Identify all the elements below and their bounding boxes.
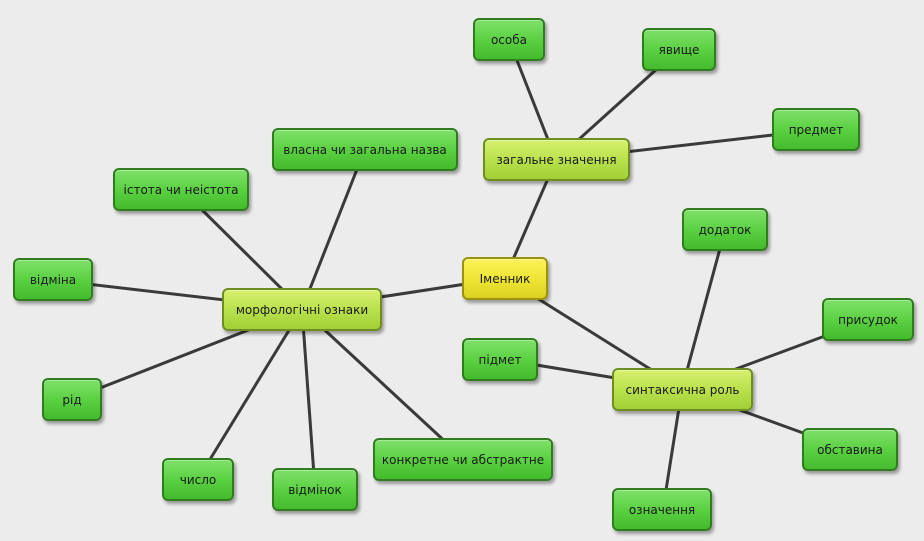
- node-morphological-features[interactable]: морфологічні ознаки: [222, 288, 382, 331]
- node-konkretne-chy-abstraktne[interactable]: конкретне чи абстрактне: [373, 438, 553, 481]
- node-dodatok[interactable]: додаток: [682, 208, 768, 251]
- edge-syn-dodatok: [680, 228, 727, 391]
- edge-morph-vidminok: [300, 307, 317, 491]
- node-obstavyna[interactable]: обставина: [802, 428, 898, 471]
- node-istota-chy-neistota[interactable]: істота чи неістота: [113, 168, 249, 211]
- node-osoba[interactable]: особа: [473, 18, 545, 61]
- node-yavyshche[interactable]: явище: [642, 28, 716, 71]
- edge-morph-chyslo: [196, 307, 304, 481]
- node-vidminok[interactable]: відмінок: [272, 468, 358, 511]
- edge-morph-konkretne: [300, 307, 466, 461]
- node-vlasna-chy-zahalna-nazva[interactable]: власна чи загальна назва: [272, 128, 458, 171]
- node-chyslo[interactable]: число: [162, 458, 234, 501]
- node-rid[interactable]: рід: [42, 378, 102, 421]
- node-predmet[interactable]: предмет: [772, 108, 860, 151]
- node-vidmina[interactable]: відміна: [13, 258, 93, 301]
- edge-morph-vlasna: [300, 147, 367, 311]
- node-prysudok[interactable]: присудок: [822, 298, 914, 341]
- node-pidmet[interactable]: підмет: [462, 338, 538, 381]
- node-oznachennya[interactable]: означення: [612, 488, 712, 531]
- node-syntactic-role[interactable]: синтаксична роль: [612, 368, 753, 411]
- node-root-imennyk[interactable]: Іменник: [462, 257, 548, 300]
- node-general-meaning[interactable]: загальне значення: [483, 138, 630, 181]
